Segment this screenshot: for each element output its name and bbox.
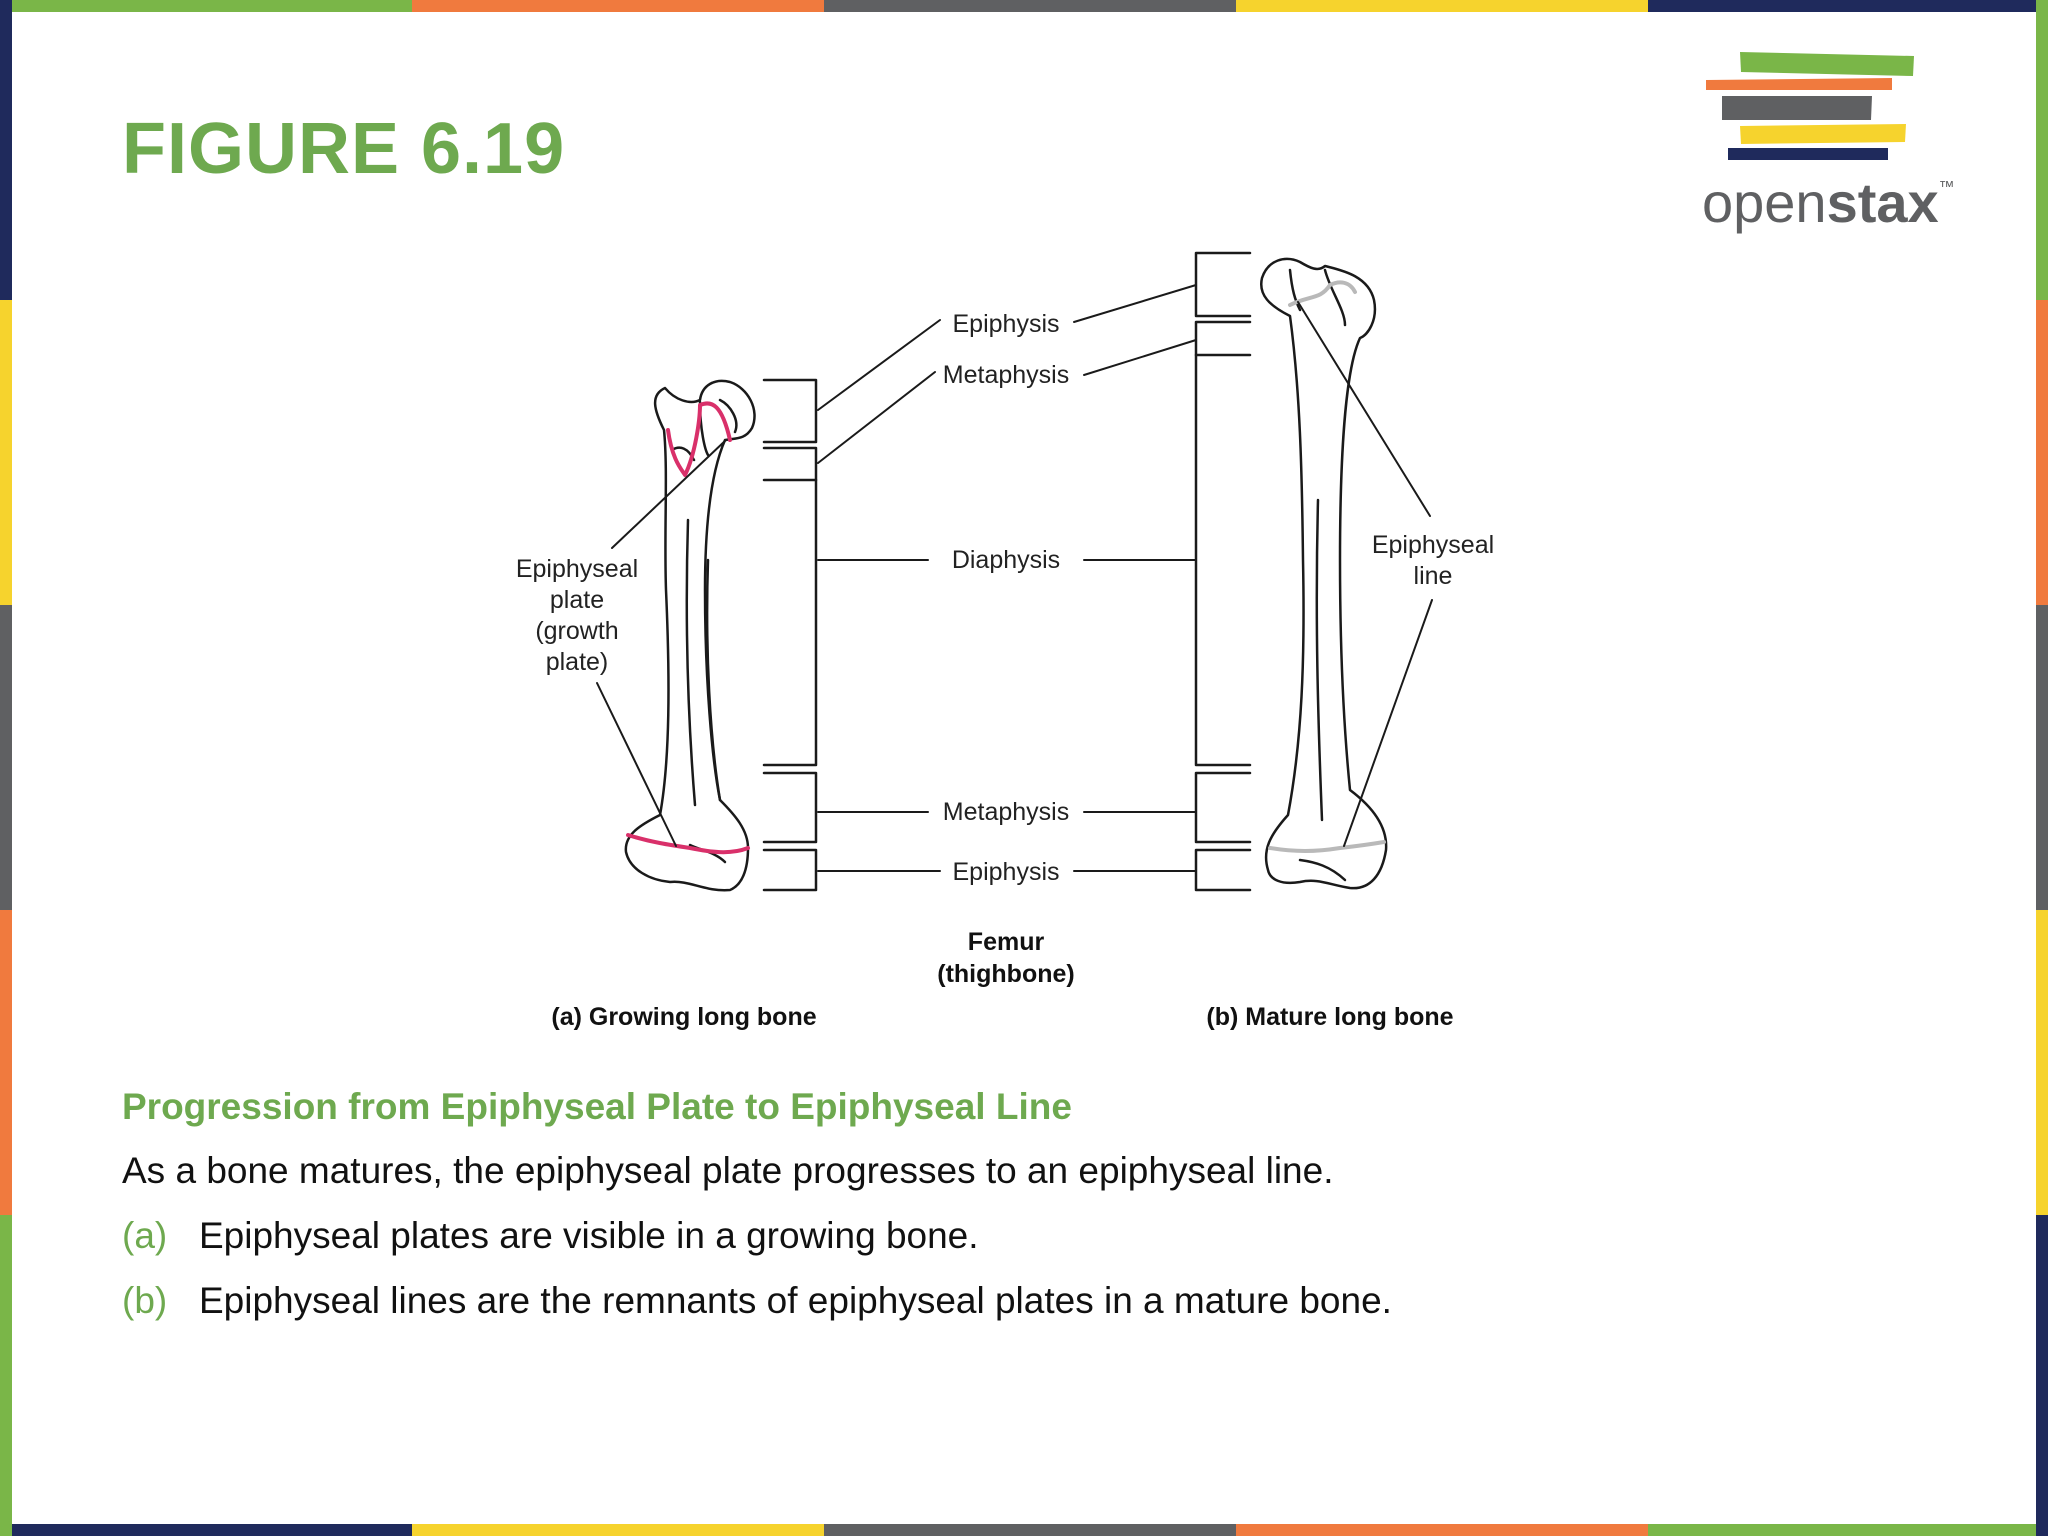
- frame-right-green: [2036, 0, 2048, 300]
- caption-item-b: (b) Epiphyseal lines are the remnants of …: [122, 1280, 1392, 1322]
- caption-item-a: (a) Epiphyseal plates are visible in a gr…: [122, 1215, 979, 1257]
- bracket-metaphysis-bottom-left: [762, 771, 818, 844]
- lower-growth-plate: [626, 833, 750, 855]
- frame-left-yellow: [0, 300, 12, 605]
- label-diaphysis: Diaphysis: [952, 546, 1060, 574]
- mature-bone-brackets: [1194, 251, 1252, 892]
- frame-right-gray: [2036, 605, 2048, 910]
- growing-bone-brackets: [762, 378, 818, 892]
- caption-item-b-marker: (b): [122, 1280, 168, 1321]
- frame-top-orange: [412, 0, 824, 12]
- label-metaphysis-top: Metaphysis: [943, 361, 1069, 389]
- growing-femur-shaft-inner: [685, 518, 697, 807]
- bracket-metaphysis-top-left: [762, 446, 818, 482]
- frame-bottom-gray: [824, 1524, 1236, 1536]
- lower-epiphyseal-line: [1268, 840, 1386, 853]
- frame-bottom-green: [1648, 1524, 2048, 1536]
- leader-metaphysis-top-right: [1083, 339, 1197, 376]
- logo-bar-navy: [1728, 148, 1888, 160]
- frame-left-navy: [0, 0, 12, 300]
- frame-top-navy: [1648, 0, 2048, 12]
- caption-item-b-text: Epiphyseal lines are the remnants of epi…: [199, 1280, 1392, 1321]
- mature-femur-trochanter-detail: [1323, 268, 1347, 327]
- frame-bottom-orange: [1236, 1524, 1648, 1536]
- mature-femur-illustration: [1259, 257, 1388, 890]
- leader-lines: [596, 284, 1433, 872]
- bracket-epiphysis-bottom-right: [1194, 848, 1252, 892]
- femur-diagram: Epiphysis Metaphysis Diaphysis Metaphysi…: [516, 251, 1494, 1031]
- frame-left-gray: [0, 605, 12, 910]
- growing-femur-shaft-detail: [705, 558, 722, 802]
- frame-left-green: [0, 1215, 12, 1536]
- logo-text-open: open: [1702, 171, 1827, 234]
- frame-bottom-navy: [0, 1524, 412, 1536]
- logo-text-stax: stax: [1827, 171, 1939, 234]
- svg-text:openstax™: openstax™: [1702, 171, 1955, 234]
- mature-femur-outline: [1259, 257, 1388, 890]
- frame-right-orange: [2036, 300, 2048, 605]
- mature-femur-head-detail: [1288, 268, 1302, 312]
- openstax-logo: openstax™: [1702, 52, 1955, 234]
- caption-item-a-text: Epiphyseal plates are visible in a growi…: [199, 1215, 979, 1256]
- bracket-metaphysis-bottom-right: [1194, 771, 1252, 844]
- logo-trademark: ™: [1939, 179, 1955, 196]
- label-metaphysis-bottom: Metaphysis: [943, 798, 1069, 826]
- slide-title: FIGURE 6.19: [122, 109, 566, 189]
- leader-metaphysis-top-left: [817, 371, 936, 464]
- logo-bar-gray: [1722, 96, 1872, 120]
- leader-epiphyseal-line-upper: [1297, 301, 1431, 517]
- caption-heading: Progression from Epiphyseal Plate to Epi…: [122, 1086, 1072, 1127]
- logo-bar-green: [1740, 52, 1914, 76]
- frame-right-yellow: [2036, 910, 2048, 1215]
- leader-growth-plate-upper: [611, 439, 727, 549]
- panel-b-label: (b) Mature long bone: [1206, 1003, 1453, 1031]
- logo-bar-orange: [1706, 78, 1892, 90]
- frame-top-green: [0, 0, 412, 12]
- leader-growth-plate-lower: [596, 682, 677, 847]
- caption-body: As a bone matures, the epiphyseal plate …: [122, 1150, 1334, 1191]
- bracket-diaphysis-left: [762, 478, 818, 767]
- frame-bottom-yellow: [412, 1524, 824, 1536]
- mature-femur-condyle-detail: [1298, 858, 1347, 882]
- frame-left-orange: [0, 910, 12, 1215]
- bracket-epiphysis-top-right: [1194, 251, 1252, 318]
- bracket-epiphysis-top-left: [762, 378, 818, 444]
- frame-right-navy: [2036, 1215, 2048, 1536]
- leader-epiphysis-top-left: [817, 319, 941, 411]
- leader-epiphysis-top-right: [1073, 284, 1197, 323]
- upper-growth-plate: [666, 401, 732, 477]
- frame-top-gray: [824, 0, 1236, 12]
- label-epiphysis-top: Epiphysis: [953, 310, 1060, 338]
- caption-item-a-marker: (a): [122, 1215, 168, 1256]
- logo-bar-yellow: [1740, 124, 1906, 144]
- leader-epiphyseal-line-lower: [1343, 599, 1433, 847]
- label-epiphysis-bottom: Epiphysis: [953, 858, 1060, 886]
- mature-femur-shaft-inner: [1315, 498, 1324, 822]
- upper-epiphyseal-line: [1288, 280, 1357, 307]
- bracket-diaphysis-right: [1194, 353, 1252, 767]
- label-femur: Femur(thighbone): [937, 928, 1074, 988]
- frame-top-yellow: [1236, 0, 1648, 12]
- growing-femur-head-detail: [718, 398, 738, 434]
- bracket-metaphysis-top-right: [1194, 320, 1252, 357]
- panel-a-label: (a) Growing long bone: [551, 1003, 816, 1031]
- bracket-epiphysis-bottom-left: [762, 848, 818, 892]
